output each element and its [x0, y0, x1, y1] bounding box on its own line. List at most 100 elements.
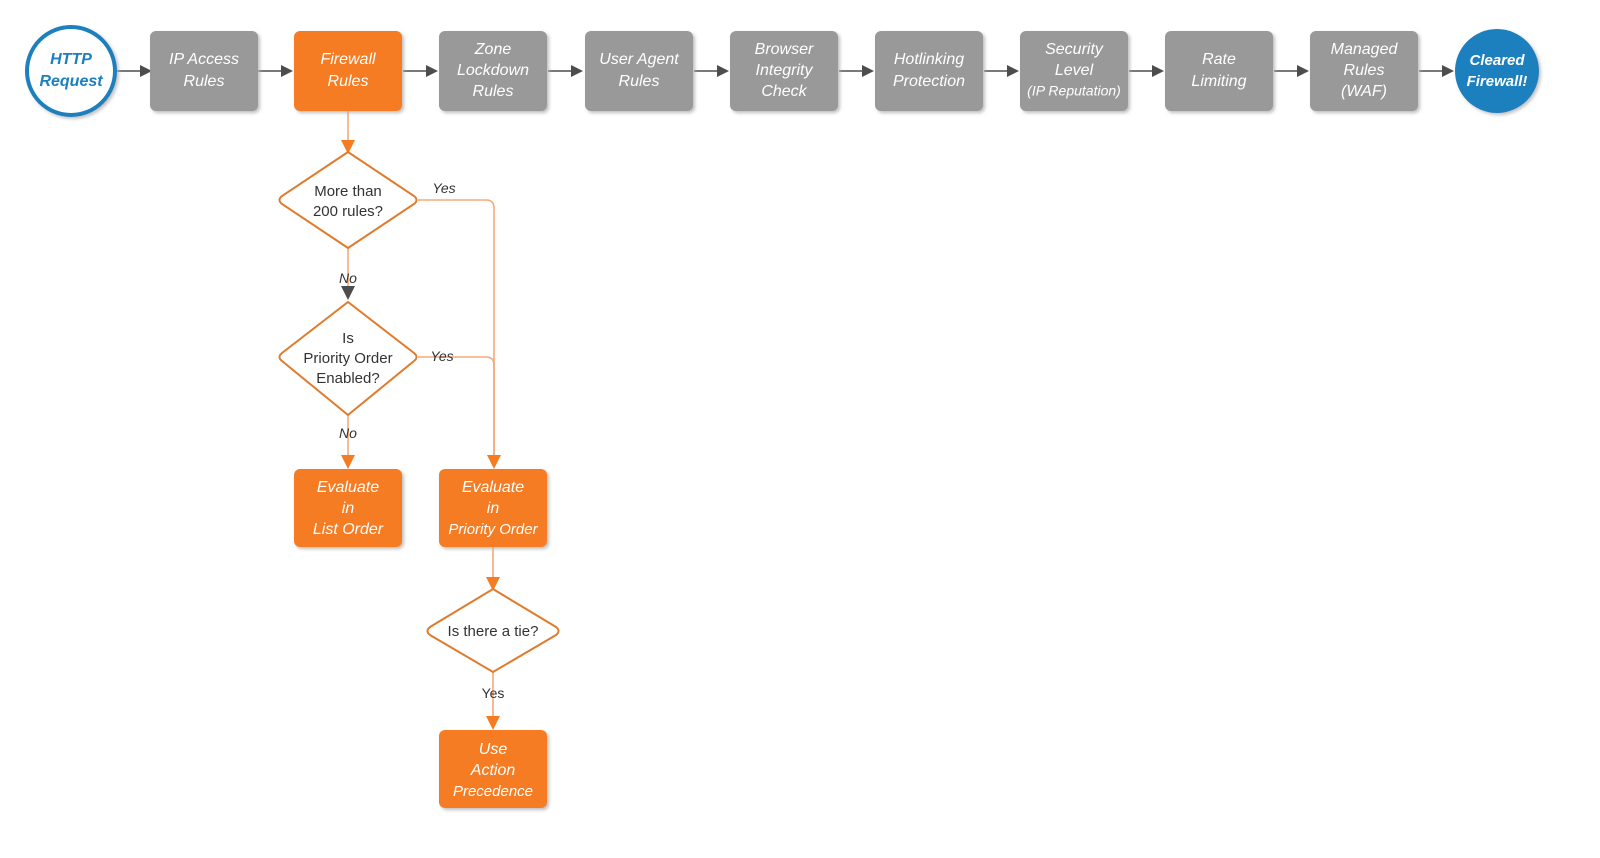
use-action-precedence-line3: Precedence	[453, 783, 533, 800]
pipeline-connectors	[117, 65, 1454, 77]
connector-200rules-yes-to-priority-evaluate	[418, 199, 501, 469]
decision-more-than-200-rules-line1: More than	[314, 183, 382, 200]
connector-hotlinking-to-security-level	[984, 65, 1019, 77]
node-evaluate-priority-order[interactable]: Evaluate in Priority Order	[439, 469, 547, 547]
node-use-action-precedence[interactable]: Use Action Precedence	[439, 730, 547, 808]
browser-integrity-check-box	[730, 31, 838, 111]
node-user-agent-rules[interactable]: User Agent Rules	[585, 31, 693, 111]
edge-label-200rules-no: No	[339, 270, 357, 286]
connector-browser-integrity-to-hotlinking	[839, 65, 874, 77]
decision-priority-order-line2: Priority Order	[303, 350, 392, 367]
node-managed-rules-waf[interactable]: Managed Rules (WAF)	[1310, 31, 1418, 111]
connector-start-to-ip-access	[117, 65, 152, 77]
firewall-rules-box	[294, 31, 402, 111]
node-http-request[interactable]: HTTP Request	[25, 25, 117, 117]
hotlinking-protection-line1: Hotlinking	[894, 51, 964, 68]
node-zone-lockdown-rules[interactable]: Zone Lockdown Rules	[439, 31, 547, 111]
connector-firewall-to-decision-200rules	[341, 111, 355, 154]
evaluate-priority-order-line2: in	[487, 500, 500, 517]
browser-integrity-check-line2: Integrity	[756, 62, 814, 79]
edge-label-tie-yes: Yes	[482, 685, 505, 701]
cleared-firewall-label-line1: Cleared	[1469, 52, 1525, 69]
rate-limiting-line2: Limiting	[1191, 73, 1246, 90]
node-rate-limiting[interactable]: Rate Limiting	[1165, 31, 1273, 111]
cleared-firewall-label-line2: Firewall!	[1467, 73, 1528, 90]
ip-access-rules-box	[150, 31, 258, 111]
decision-more-than-200-rules-line2: 200 rules?	[313, 203, 383, 220]
edge-label-priority-order-yes: Yes	[430, 348, 453, 364]
branch-connectors	[341, 111, 501, 730]
evaluate-list-order-line2: in	[342, 500, 355, 517]
decision-is-there-a-tie-line1: Is there a tie?	[448, 623, 539, 640]
user-agent-rules-line1: User Agent	[599, 51, 679, 68]
decision-is-there-a-tie-diamond	[426, 587, 560, 674]
hotlinking-protection-line2: Protection	[893, 73, 965, 90]
ip-access-rules-line1: IP Access	[169, 51, 239, 68]
security-level-line3: (IP Reputation)	[1027, 83, 1121, 99]
http-request-label-line2: Request	[39, 73, 103, 90]
node-decision-more-than-200-rules[interactable]: More than 200 rules?	[278, 150, 418, 250]
connector-zone-lockdown-to-user-agent	[548, 65, 583, 77]
evaluate-priority-order-line3: Priority Order	[448, 521, 538, 538]
zone-lockdown-rules-line2: Lockdown	[457, 62, 529, 79]
node-browser-integrity-check[interactable]: Browser Integrity Check	[730, 31, 838, 111]
connector-ip-access-to-firewall	[258, 65, 293, 77]
node-decision-priority-order-enabled[interactable]: Is Priority Order Enabled?	[278, 300, 418, 417]
decision-more-than-200-rules-diamond	[278, 150, 418, 250]
node-ip-access-rules[interactable]: IP Access Rules	[150, 31, 258, 111]
managed-rules-waf-line1: Managed	[1331, 41, 1399, 58]
browser-integrity-check-line1: Browser	[755, 41, 814, 58]
ip-access-rules-line2: Rules	[184, 73, 225, 90]
firewall-rules-line1: Firewall	[320, 51, 376, 68]
evaluate-priority-order-line1: Evaluate	[462, 479, 524, 496]
node-security-level[interactable]: Security Level (IP Reputation)	[1020, 31, 1128, 111]
node-firewall-rules[interactable]: Firewall Rules	[294, 31, 402, 111]
zone-lockdown-rules-box	[439, 31, 547, 111]
decision-priority-order-enabled-diamond	[278, 300, 418, 417]
connector-tie-yes-to-action-precedence	[486, 670, 500, 730]
security-level-line1: Security	[1045, 41, 1104, 58]
user-agent-rules-line2: Rules	[619, 73, 660, 90]
connector-managed-rules-to-end	[1419, 65, 1454, 77]
zone-lockdown-rules-line1: Zone	[474, 41, 512, 58]
evaluate-list-order-box	[294, 469, 402, 547]
edge-label-priority-order-no: No	[339, 425, 357, 441]
hotlinking-protection-box	[875, 31, 983, 111]
decision-priority-order-line1: Is	[342, 330, 354, 347]
evaluate-priority-order-box	[439, 469, 547, 547]
connector-priority-evaluate-to-tie	[486, 547, 500, 591]
user-agent-rules-box	[585, 31, 693, 111]
security-level-line2: Level	[1055, 62, 1094, 79]
edge-label-200rules-yes: Yes	[432, 180, 455, 196]
http-request-label-line1: HTTP	[50, 51, 92, 68]
connector-firewall-to-zone-lockdown	[403, 65, 438, 77]
connector-200rules-no-to-priority-order	[341, 248, 355, 300]
use-action-precedence-box	[439, 730, 547, 808]
cleared-firewall-circle	[1455, 29, 1539, 113]
decision-priority-order-line3: Enabled?	[316, 370, 379, 387]
use-action-precedence-line1: Use	[479, 741, 508, 758]
connector-user-agent-to-browser-integrity	[694, 65, 729, 77]
rate-limiting-box	[1165, 31, 1273, 111]
zone-lockdown-rules-line3: Rules	[473, 83, 514, 100]
node-hotlinking-protection[interactable]: Hotlinking Protection	[875, 31, 983, 111]
node-decision-is-there-a-tie[interactable]: Is there a tie?	[426, 587, 560, 674]
connector-rate-limiting-to-managed-rules	[1274, 65, 1309, 77]
node-evaluate-list-order[interactable]: Evaluate in List Order	[294, 469, 402, 547]
managed-rules-waf-box	[1310, 31, 1418, 111]
security-level-box	[1020, 31, 1128, 111]
use-action-precedence-line2: Action	[470, 762, 516, 779]
browser-integrity-check-line3: Check	[761, 83, 807, 100]
firewall-rules-line2: Rules	[328, 73, 369, 90]
connector-security-level-to-rate-limiting	[1129, 65, 1164, 77]
node-cleared-firewall[interactable]: Cleared Firewall!	[1455, 29, 1539, 113]
http-request-circle	[25, 25, 117, 117]
connector-priority-order-yes-to-priority-evaluate	[418, 356, 495, 455]
rate-limiting-line1: Rate	[1202, 51, 1236, 68]
evaluate-list-order-line1: Evaluate	[317, 479, 379, 496]
managed-rules-waf-line3: (WAF)	[1341, 83, 1387, 100]
connector-priority-order-no-to-list-order	[341, 415, 355, 469]
evaluate-list-order-line3: List Order	[313, 521, 384, 538]
